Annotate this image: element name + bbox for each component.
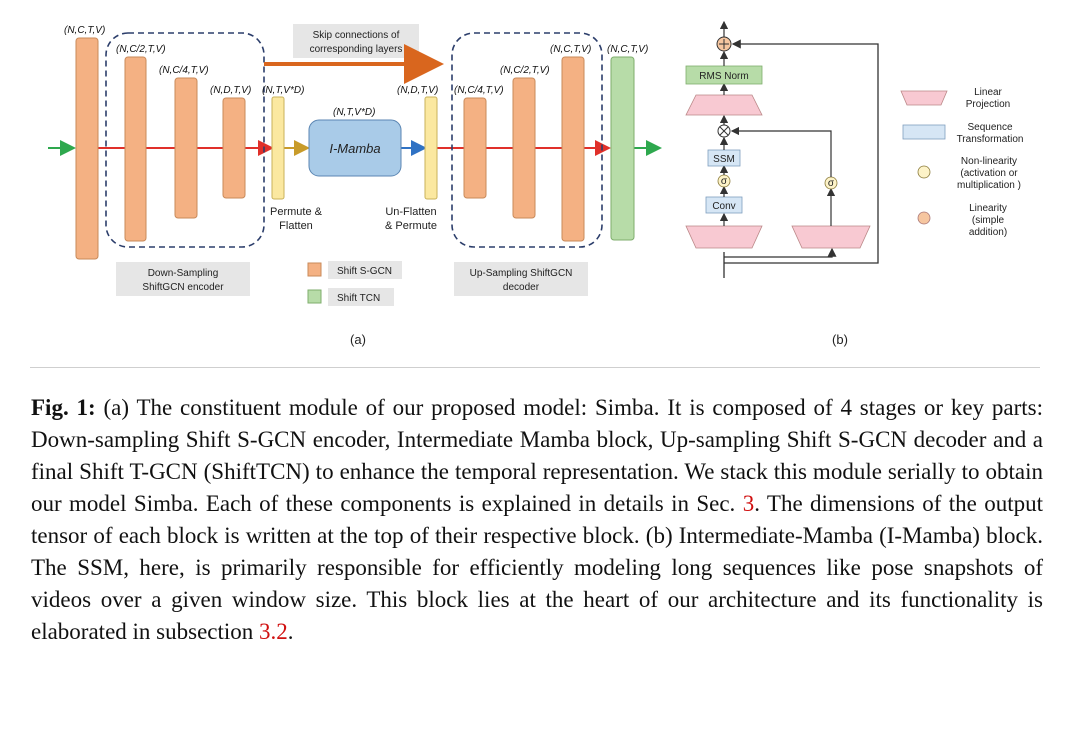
sgcn-encoder-block-3 xyxy=(222,97,246,199)
rms-norm-label: RMS Norm xyxy=(699,71,748,82)
residual-path xyxy=(724,39,879,264)
legend-linear-line1: Linear xyxy=(974,87,1002,98)
caption-text-part3: . xyxy=(287,619,294,644)
encoder-label-box xyxy=(116,262,250,296)
panel-b-label: (b) xyxy=(832,332,848,347)
sgcn-encoder-block-1 xyxy=(124,56,147,242)
dim-unflatten: (N,D,T,V) xyxy=(397,85,438,96)
dim-enc2: (N,C/4,T,V) xyxy=(159,65,209,76)
figure-1: (N,C,T,V) (N,C/2,T,V) (N,C/4,T,V) (N,D,T… xyxy=(0,0,1080,365)
legend-lin-swatch xyxy=(917,211,931,225)
sgcn-decoder-block-3 xyxy=(561,56,585,242)
legend-sgcn-label: Shift S-GCN xyxy=(337,266,392,277)
linear-projection-right xyxy=(791,225,871,249)
i-mamba-label: I-Mamba xyxy=(329,141,380,156)
dim-enc1: (N,C/2,T,V) xyxy=(116,44,166,55)
caption-text-part1: (a) The constituent module of our propos… xyxy=(31,395,1043,516)
dim-dec2: (N,C/2,T,V) xyxy=(500,65,550,76)
i-mamba-block xyxy=(308,119,402,177)
caption-text-part2: . The dimensions of the output tensor of… xyxy=(31,491,1043,644)
gate-branch-path xyxy=(724,247,837,258)
legend-tcn-box xyxy=(328,288,394,306)
linear-projection-top xyxy=(685,94,763,116)
legend-sgcn-box xyxy=(328,261,402,279)
gate-path-to-mult xyxy=(730,126,832,177)
dim-dec3: (N,C,T,V) xyxy=(550,44,591,55)
multiply-symbol-b xyxy=(719,126,729,136)
legend-linear-line2: Projection xyxy=(966,99,1010,110)
caption-ref-section[interactable]: 3 xyxy=(742,491,755,516)
legend-lin-line3: addition) xyxy=(969,227,1007,238)
permute-label-line1: Permute & xyxy=(270,206,323,218)
permute-label-line2: Flatten xyxy=(279,220,313,232)
caption-fig-label: Fig. 1: xyxy=(31,395,96,420)
legend-seq-line2: Transformation xyxy=(957,134,1024,145)
panel-b: Conv σ SSM σ RMS Norm Linear Projection xyxy=(685,20,1024,347)
figure-caption: Fig. 1: (a) The constituent module of ou… xyxy=(31,392,1043,648)
unflatten-label-line2: & Permute xyxy=(385,220,437,232)
panel-a-label: (a) xyxy=(350,332,366,347)
unflatten-label-line1: Un-Flatten xyxy=(385,206,436,218)
decoder-group xyxy=(451,32,603,248)
dim-dec1: (N,C/4,T,V) xyxy=(454,85,504,96)
dim-tcn: (N,C,T,V) xyxy=(607,44,648,55)
panel-a: (N,C,T,V) (N,C/2,T,V) (N,C/4,T,V) (N,D,T… xyxy=(48,24,662,347)
legend-seq-line1: Sequence xyxy=(967,122,1012,133)
encoder-label-line1: Down-Sampling xyxy=(148,268,219,279)
decoder-label-line1: Up-Sampling ShiftGCN xyxy=(470,268,573,279)
linear-projection-left xyxy=(685,225,763,249)
legend-nonlin-line2: (activation or xyxy=(960,168,1018,179)
decoder-label-box xyxy=(454,262,588,296)
legend-nonlin-line3: multiplication ) xyxy=(957,180,1021,191)
decoder-label-line2: decoder xyxy=(503,282,540,293)
permute-flatten-block xyxy=(271,96,285,200)
sgcn-decoder-block-1 xyxy=(463,97,487,199)
dim-enc3: (N,D,T,V) xyxy=(210,85,251,96)
legend-seq-swatch xyxy=(902,124,946,140)
sgcn-input-block xyxy=(75,37,99,260)
ssm-label: SSM xyxy=(713,154,735,165)
sgcn-decoder-block-2 xyxy=(512,77,536,219)
skip-label-line2: corresponding layers xyxy=(310,44,403,55)
figure-divider xyxy=(30,367,1040,368)
dim-input: (N,C,T,V) xyxy=(64,25,105,36)
legend-lin-line2: (simple xyxy=(972,215,1005,226)
conv-label: Conv xyxy=(712,201,735,212)
sgcn-encoder-block-2 xyxy=(174,77,198,219)
encoder-label-line2: ShiftGCN encoder xyxy=(142,282,224,293)
legend-tcn-swatch xyxy=(307,289,322,304)
dim-mamba: (N,T,V*D) xyxy=(333,107,375,118)
legend-sgcn-swatch xyxy=(307,262,322,277)
caption-ref-subsection[interactable]: 3.2 xyxy=(259,619,288,644)
legend-nonlin-swatch xyxy=(917,165,931,179)
legend-nonlin-line1: Non-linearity xyxy=(961,156,1017,167)
legend-linear-swatch xyxy=(900,90,948,106)
tcn-output-block xyxy=(610,56,635,241)
legend-lin-line1: Linearity xyxy=(969,203,1007,214)
encoder-group xyxy=(105,32,265,248)
skip-label-box xyxy=(293,24,419,58)
sigma-right-label: σ xyxy=(828,178,835,189)
unflatten-permute-block xyxy=(424,96,438,200)
sigma-left-label: σ xyxy=(721,176,728,187)
legend-tcn-label: Shift TCN xyxy=(337,293,380,304)
dim-permute: (N,T,V*D) xyxy=(262,85,304,96)
skip-label-line1: Skip connections of xyxy=(313,30,400,41)
